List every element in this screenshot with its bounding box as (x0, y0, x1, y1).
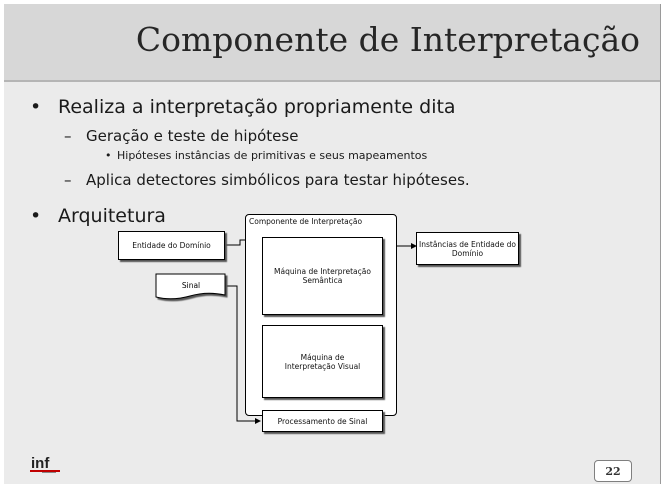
bullet-text: Arquitetura (58, 205, 166, 227)
componente-container-label: Componente de Interpretação (249, 217, 363, 226)
sinal-shape (155, 273, 226, 300)
bullet-icon: • (30, 205, 42, 227)
page-number: 22 (594, 460, 632, 482)
dash-icon: – (64, 127, 72, 145)
arrow-sinal-to-processamento (225, 285, 261, 424)
sub-bullet-text: Aplica detectores simbólicos para testar… (86, 171, 470, 189)
title-band: Componente de Interpretação (4, 4, 660, 82)
sinal-box: Sinal (156, 272, 226, 298)
instancias-entidade-box: Instâncias de Entidade do Domínio (416, 232, 519, 265)
sinal-label: Sinal (181, 280, 201, 290)
sub-bullet-text: Geração e teste de hipótese (86, 127, 299, 145)
inf-logo: inf (30, 453, 70, 479)
maquina-visual-box: Máquina de Interpretação Visual (262, 325, 383, 398)
maquina-semantica-box: Máquina de Interpretação Semântica (262, 237, 383, 315)
bullet-icon: • (105, 149, 112, 162)
svg-text:inf: inf (31, 455, 50, 472)
bullet-icon: • (30, 96, 42, 118)
bullet-text: Realiza a interpretação propriamente dit… (58, 96, 456, 118)
inf-logo-icon: inf (30, 455, 60, 473)
entidade-dominio-box: Entidade do Domínio (118, 231, 225, 260)
sub-sub-bullet-text: Hipóteses instâncias de primitivas e seu… (117, 149, 428, 162)
processamento-sinal-box: Processamento de Sinal (262, 410, 383, 432)
dash-icon: – (64, 171, 72, 189)
slide-title: Componente de Interpretação (135, 20, 640, 59)
